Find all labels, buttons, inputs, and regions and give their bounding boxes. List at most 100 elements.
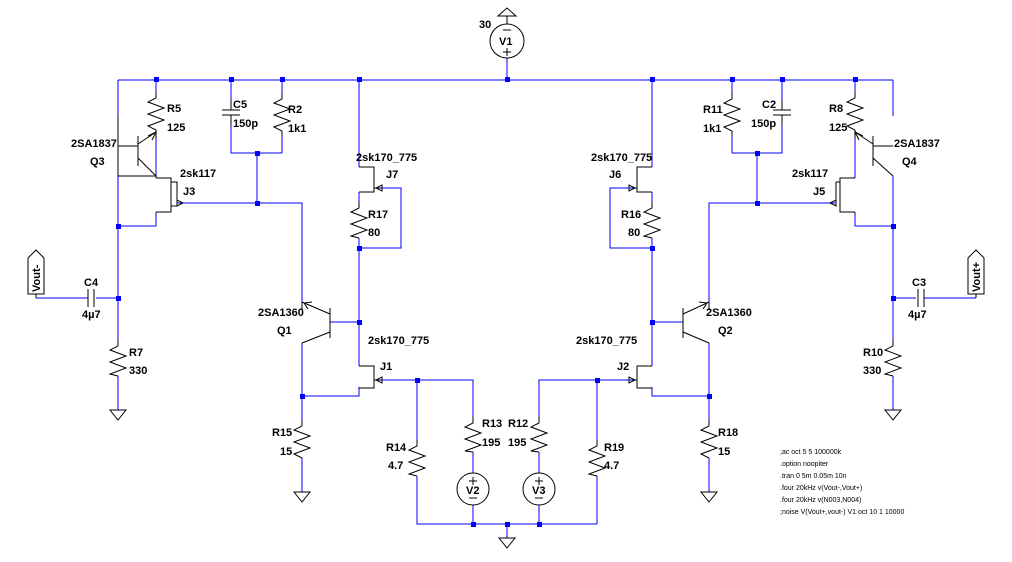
jfet-j7-arrow [374,184,383,192]
junction [357,320,362,325]
capacitor-c2-name: C2 [762,99,776,111]
resistor-r5-name: R5 [167,103,181,115]
supply-value: 30 [479,19,491,31]
bjt-q3-name: Q3 [90,156,105,168]
jfet-j2-name: J2 [617,361,629,373]
bjt-q1-arrow [303,301,313,310]
jfet-j2-model: 2sk170_775 [576,335,637,347]
bjt-q4-model: 2SA1837 [894,138,940,150]
resistor-r15-name: R15 [272,427,292,439]
spice-directive-2: .option noopiter [780,461,829,468]
junction [755,151,760,156]
junction [853,77,858,82]
source-v2-signs [469,477,477,499]
junction [780,77,785,82]
jfet-j6-arrow [628,184,637,192]
resistor-r10-symbol [883,340,903,377]
sources [456,7,556,506]
bjt-q1-model: 2SA1360 [258,307,304,319]
junction [755,201,760,206]
capacitor-c4-value: 4µ7 [82,309,101,321]
resistor-r14-value: 4.7 [388,460,403,472]
resistor-r19-symbol [587,440,607,477]
junction [471,522,476,527]
wire-q1 [301,321,474,440]
bjt-q3-symbol [117,116,158,177]
junction [505,522,510,527]
spice-directive-3: .tran 0 5m 0.05m 10n [780,473,847,480]
junction [707,394,712,399]
resistor-r17-symbol [349,202,369,239]
wire-q4 [708,150,894,310]
junction [650,77,655,82]
jfet-j3-name: J3 [183,186,195,198]
ground-icon [108,409,128,421]
jfet-j1-arrow [374,376,383,384]
jfet-j5-arrow [828,199,837,207]
jfet-j5-symbol [835,177,855,213]
resistor-r10-name: R10 [863,347,883,359]
capacitor-symbols [87,100,925,307]
resistor-r17-value: 80 [368,227,380,239]
jfet-symbols [156,166,855,389]
junctions [116,77,896,527]
resistor-symbols [108,92,903,477]
junction [229,77,234,82]
bjt-q3-arrow [147,130,158,141]
wires [36,58,976,538]
source-v3-name: V3 [532,485,545,497]
resistor-r2-value: 1k1 [288,123,306,135]
ground-icon [699,491,719,503]
bjt-q2-model: 2SA1360 [706,307,752,319]
resistor-r2-symbol [272,93,292,136]
resistor-r16-symbol [642,202,662,239]
resistor-r8-value: 125 [829,122,847,134]
resistor-r12-value: 195 [508,437,526,449]
resistor-r14-name: R14 [386,442,407,454]
resistor-r5-symbol [146,92,166,138]
jfet-j6-model: 2sk170_775 [591,152,652,164]
wire-left-branches [117,80,283,203]
source-v3-symbol [522,472,556,506]
junction [415,378,420,383]
source-v2-symbol [456,472,490,506]
junction [255,201,260,206]
resistor-r17-name: R17 [368,209,388,221]
bjt-q2-symbol [682,301,710,344]
resistor-r13-symbol [463,417,483,453]
resistor-r16-value: 80 [628,227,640,239]
bjt-q2-arrow [698,301,708,310]
port-vout-plus-label: Vout+ [971,262,983,292]
jfet-j2-symbol [633,365,652,389]
jfet-j6-name: J6 [609,169,621,181]
junction [650,320,655,325]
capacitor-c4-name: C4 [84,277,99,289]
bjt-q4-arrow [853,130,864,141]
resistor-r13-name: R13 [482,418,502,430]
jfet-j2-arrow [628,376,637,384]
resistor-r13-value: 195 [482,437,500,449]
wire-out-right [892,297,976,410]
ground-icon [292,491,312,503]
resistor-r19-value: 4.7 [604,460,619,472]
junction [891,296,896,301]
resistor-r18-name: R18 [718,427,738,439]
wire-bottom [416,452,597,538]
port-vout-minus-label: Vout- [31,264,43,292]
wire-q2 [538,321,710,440]
wire-out-left [36,297,119,410]
ports [27,249,985,298]
junction [537,522,542,527]
junction [300,394,305,399]
capacitor-c2-symbol [773,100,791,125]
bjt-q4-name: Q4 [902,156,918,168]
source-v1-signs [503,29,511,56]
capacitor-c3-symbol [917,289,925,307]
bjt-q3-model: 2SA1837 [71,138,117,150]
spice-directive-6: ;noise V(Vout+,vout-) V1 oct 10 1 10000 [780,509,904,516]
bjt-q1-symbol [301,301,331,344]
jfet-j5-name: J5 [813,186,825,198]
wire-right-branches [609,80,894,322]
